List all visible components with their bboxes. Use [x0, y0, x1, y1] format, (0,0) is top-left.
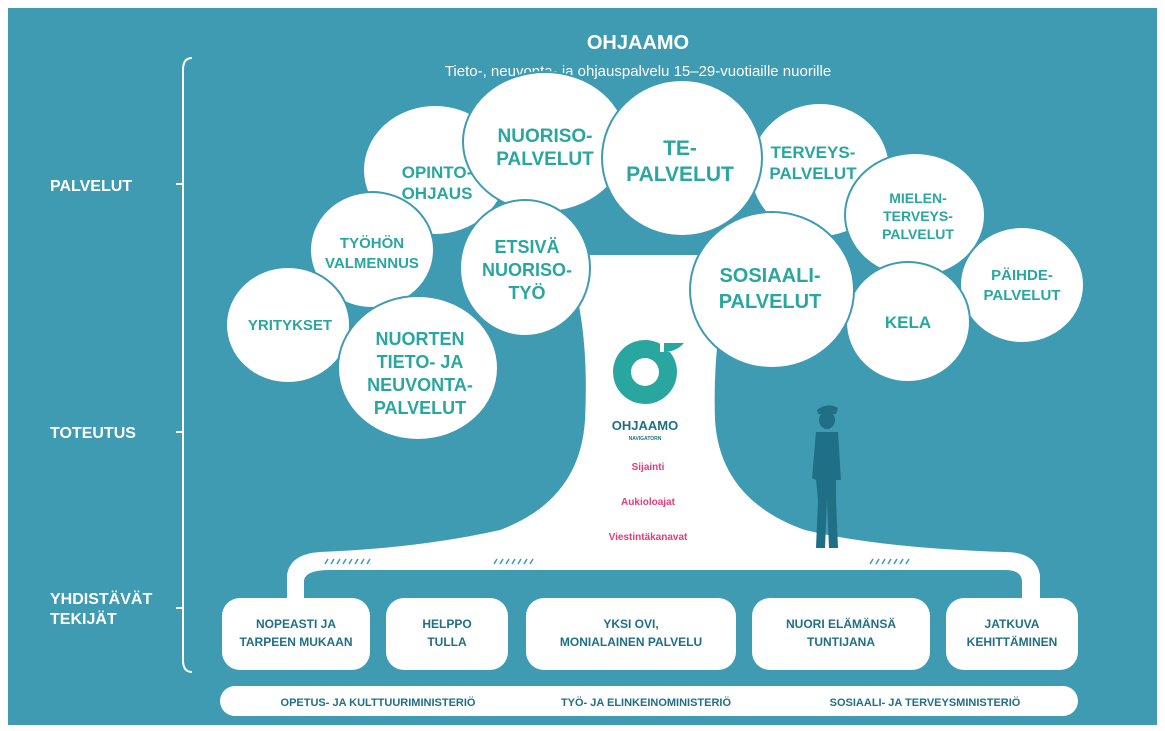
level-bracket	[182, 57, 193, 673]
root-hatch	[324, 558, 910, 565]
root-slot-1	[362, 578, 422, 602]
svg-text:YRITYKSET: YRITYKSET	[248, 317, 332, 334]
svg-text:OPINTO-OHJAUS: OPINTO-OHJAUS	[402, 163, 473, 203]
svg-text:SOSIAALI-PALVELUT: SOSIAALI-PALVELUT	[719, 265, 822, 313]
root-slot-2	[466, 578, 616, 602]
factor-box-3: YKSI OVI,MONIALAINEN PALVELU	[526, 598, 736, 670]
ministry-social-health: SOSIAALI- JA TERVEYSMINISTERIÖ	[830, 696, 1021, 709]
tree-trunk	[287, 255, 1040, 600]
cloud-te-palvelut: TE-PALVELUT	[601, 79, 763, 237]
cloud-nuorisopalvelut: NUORISO-PALVELUT	[462, 71, 628, 213]
diagram-subtitle: Tieto-, neuvonta- ja ohjauspalvelu 15–29…	[445, 63, 831, 80]
root-slot-4	[853, 578, 933, 602]
logo-wordmark: OHJAAMO	[612, 418, 678, 433]
svg-text:YKSI OVI,MONIALAINEN PALVELU: YKSI OVI,MONIALAINEN PALVELU	[560, 617, 702, 649]
svg-text:MIELEN-TERVEYS-PALVELUT: MIELEN-TERVEYS-PALVELUT	[882, 190, 954, 242]
level-label-services: PALVELUT	[50, 178, 132, 195]
logo-subtext: NAVIGATORN	[629, 436, 662, 442]
trunk-item-location: Sijainti	[632, 462, 665, 473]
root-slot-3	[640, 578, 830, 602]
young-person-figure	[812, 405, 841, 548]
trunk-item-opening-hours: Aukioloajat	[621, 497, 676, 508]
cloud-paihdepalvelut: PÄIHDE-PALVELUT	[959, 226, 1085, 344]
level-label-implementation: TOTEUTUS	[50, 425, 136, 442]
ohjaamo-logo-icon	[613, 340, 690, 404]
ministries-bar	[220, 686, 1078, 716]
level-label-connecting-1: YHDISTÄVÄT	[50, 590, 152, 608]
cloud-mielenterveyspalvelut: MIELEN-TERVEYS-PALVELUT	[844, 152, 986, 278]
diagram-title: OHJAAMO	[587, 32, 689, 54]
svg-text:TERVEYS-PALVELUT: TERVEYS-PALVELUT	[769, 143, 857, 183]
cloud-yritykset: YRITYKSET	[225, 266, 351, 384]
cloud-kela: KELA	[845, 261, 971, 383]
ministry-education-culture: OPETUS- JA KULTTUURIMINISTERIÖ	[281, 696, 476, 709]
svg-text:TE-PALVELUT: TE-PALVELUT	[626, 137, 734, 186]
level-label-connecting-2: TEKIJÄT	[50, 610, 117, 628]
ministry-employment-economy: TYÖ- JA ELINKEINOMINISTERIÖ	[561, 696, 732, 709]
svg-text:KELA: KELA	[885, 313, 931, 332]
trunk-item-channels: Viestintäkanavat	[609, 532, 688, 543]
svg-text:PÄIHDE-PALVELUT: PÄIHDE-PALVELUT	[984, 267, 1061, 304]
svg-text:NUORISO-PALVELUT: NUORISO-PALVELUT	[496, 126, 594, 170]
cloud-sosiaalipalvelut: SOSIAALI-PALVELUT	[689, 211, 855, 369]
